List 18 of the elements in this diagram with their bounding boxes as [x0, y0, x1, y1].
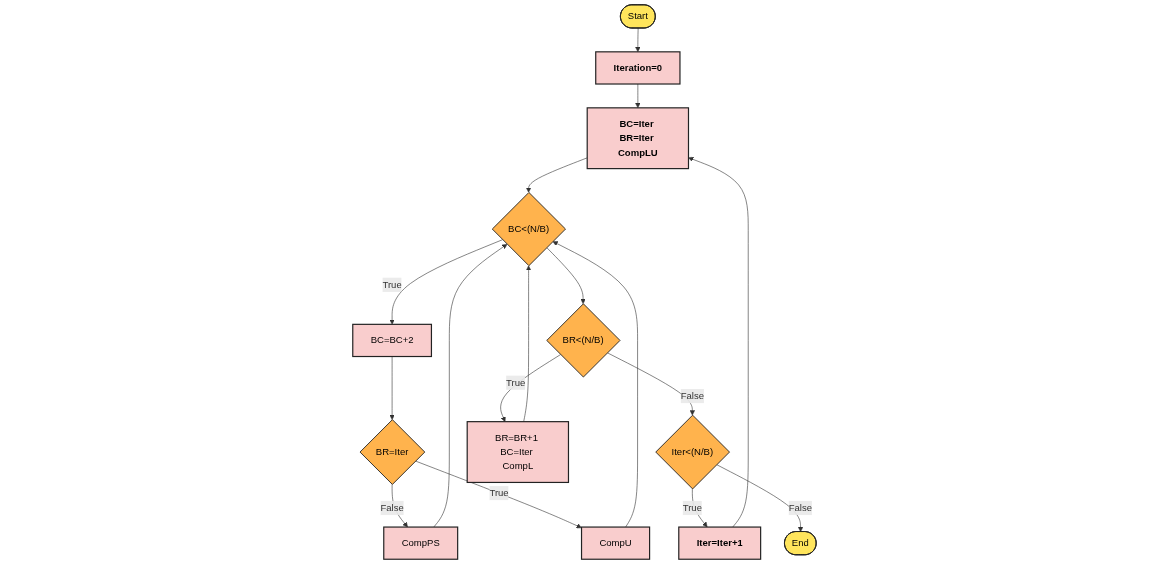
node-diamond: BR=Iter	[359, 419, 426, 485]
node-box: Iter=Iter+1	[678, 526, 762, 560]
edge-label: False	[680, 390, 705, 401]
node-box: CompPS	[383, 526, 459, 560]
node-box: BC=Iter BR=Iter CompLU	[586, 107, 690, 170]
edge-label: False	[380, 502, 404, 513]
edge-label: False	[788, 502, 813, 513]
node-diamond: Iter<(N/B)	[655, 414, 730, 490]
edge-label: True	[382, 279, 402, 290]
node-diamond: BC<(N/B)	[491, 192, 566, 267]
node-diamond: BR<(N/B)	[546, 303, 621, 378]
edge-label: True	[682, 502, 702, 513]
node-box: CompU	[580, 526, 651, 560]
node-box: BR=BR+1 BC=Iter CompL	[466, 421, 570, 484]
node-box: BC=BC+2	[352, 323, 433, 358]
edge-label: True	[489, 487, 509, 498]
node-box: Iteration=0	[595, 51, 681, 85]
edge-label: True	[506, 377, 526, 388]
